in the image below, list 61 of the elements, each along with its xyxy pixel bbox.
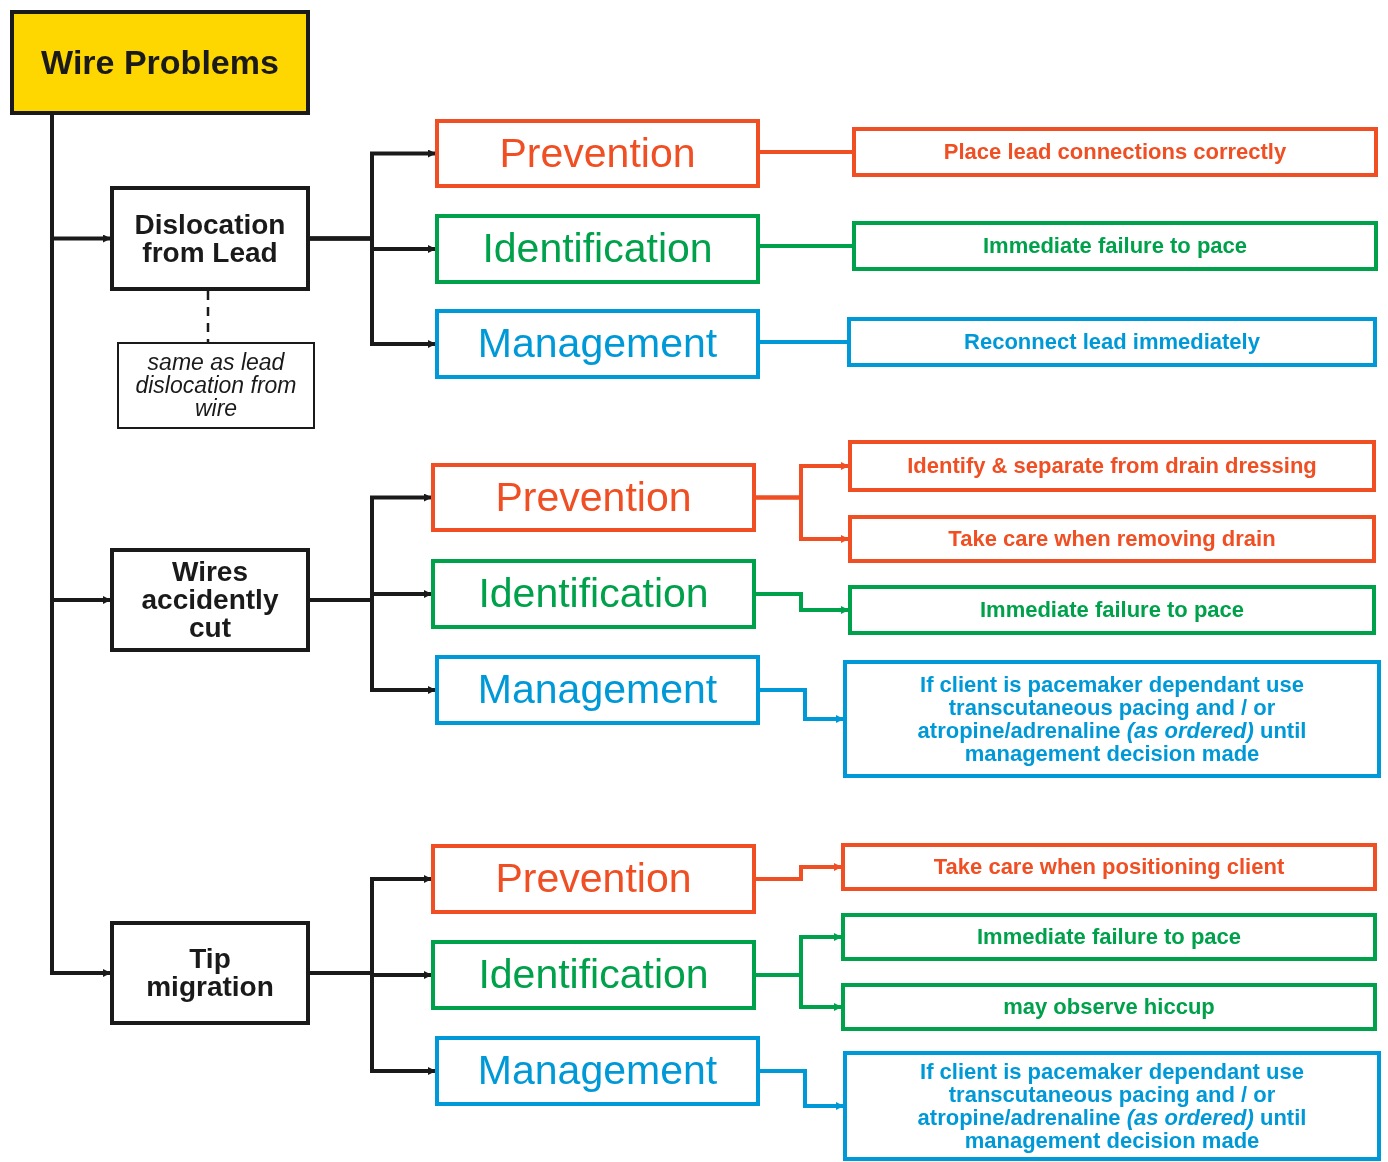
box-label: Identification: [482, 226, 713, 272]
arrow: [310, 236, 436, 348]
arrow: [756, 495, 849, 543]
box-label: Management: [477, 667, 718, 713]
box-label: may observe hiccup: [1003, 995, 1215, 1019]
box-label: Management: [477, 321, 718, 367]
connector-line: [760, 244, 852, 248]
box-label: Take care when removing drain: [948, 527, 1276, 551]
category-box: [435, 1036, 760, 1106]
action-box: [848, 440, 1376, 492]
action-box: [847, 317, 1377, 367]
arrow: [760, 1069, 844, 1110]
action-box: [848, 585, 1376, 635]
topic-box: [110, 548, 310, 652]
box-label: Wire Problems: [41, 42, 279, 84]
action-box: [843, 660, 1381, 778]
category-box: [431, 940, 756, 1010]
action-box: [852, 221, 1378, 271]
action-box: [841, 983, 1377, 1031]
box-label: Prevention: [499, 130, 696, 177]
topic-box: [110, 921, 310, 1025]
topic-box: [110, 186, 310, 291]
box-label: Dislocation from Lead: [133, 210, 287, 267]
action-box: [843, 1051, 1381, 1161]
box-label: Prevention: [495, 856, 692, 902]
dashed-connector: [206, 291, 210, 342]
box-label: Identification: [478, 952, 709, 998]
category-box: [435, 214, 760, 284]
connector-line: [760, 150, 852, 154]
action-box: [841, 843, 1377, 891]
box-label: Take care when positioning client: [933, 855, 1285, 879]
arrow: [756, 973, 842, 1011]
box-label: Wires accidently cut: [140, 558, 280, 642]
box-label: Prevention: [495, 474, 692, 521]
title-box: [10, 10, 310, 115]
note-box: [117, 342, 315, 429]
action-box: [841, 913, 1377, 961]
connector-line: [760, 340, 847, 344]
box-label: Identify & separate from drain dressing: [907, 454, 1317, 478]
box-label: Reconnect lead immediately: [964, 330, 1260, 354]
action-box: [852, 127, 1378, 177]
category-box: [431, 559, 756, 629]
arrow: [760, 688, 844, 723]
box-label: Immediate failure to pace: [982, 234, 1248, 258]
box-label: If client is pacemaker dependant use transcutaneous pacing and / or atropine/adrenaline (as ordered) until management decision made: [916, 1059, 1308, 1153]
box-label: Management: [477, 1048, 718, 1094]
box-label: Tip migration: [145, 945, 275, 1001]
arrow: [756, 592, 849, 614]
category-box: [435, 119, 760, 188]
category-box: [431, 844, 756, 914]
box-label: Place lead connections correctly: [943, 140, 1287, 164]
category-box: [435, 309, 760, 379]
category-box: [431, 463, 756, 532]
box-label: Identification: [478, 571, 709, 617]
arrow: [756, 863, 842, 881]
box-label: If client is pacemaker dependant use transcutaneous pacing and / or atropine/adrenaline (as ordered) until management decision made: [916, 672, 1308, 766]
box-label: same as lead dislocation from wire: [134, 351, 298, 420]
box-label: Immediate failure to pace: [976, 925, 1242, 949]
category-box: [435, 655, 760, 725]
box-label: Immediate failure to pace: [979, 598, 1245, 622]
action-box: [848, 515, 1376, 563]
